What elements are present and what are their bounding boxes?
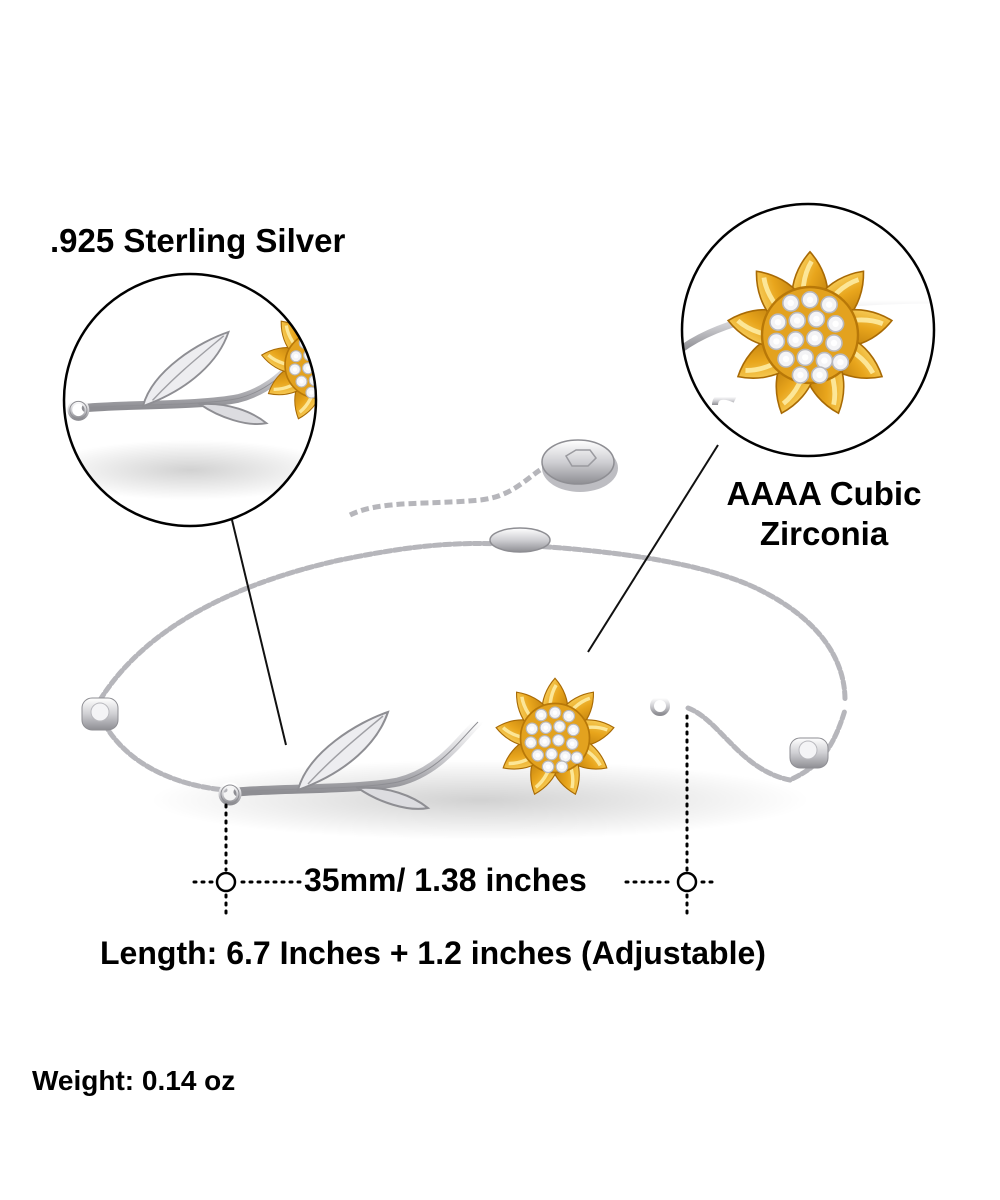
bezel-stone-left xyxy=(81,697,119,731)
measurement-guide-left xyxy=(192,803,302,920)
zoom-callout-stones xyxy=(680,202,936,458)
leader-line-material xyxy=(231,519,287,746)
chain-back xyxy=(97,540,848,703)
end-ring-right xyxy=(650,696,670,716)
measurement-guide-right xyxy=(624,714,716,920)
length-label: Length: 6.7 Inches + 1.2 inches (Adjusta… xyxy=(100,935,766,971)
zoom-callout-material xyxy=(62,272,318,528)
product-shadow xyxy=(150,760,810,840)
bezel-stone-right xyxy=(789,737,829,769)
stones-label-line1: AAAA Cubic xyxy=(726,475,922,512)
stones-label-line2: Zirconia xyxy=(759,515,889,552)
material-label: .925 Sterling Silver xyxy=(50,222,346,259)
leader-line-stones xyxy=(587,444,719,653)
charm-tag xyxy=(541,439,618,492)
extender-chain xyxy=(348,467,542,518)
lobster-clasp xyxy=(489,527,551,553)
stones-label: AAAA Cubic Zirconia xyxy=(718,474,930,554)
pendant-width-label: 35mm/ 1.38 inches xyxy=(304,862,587,898)
weight-label: Weight: 0.14 oz xyxy=(32,1065,236,1096)
